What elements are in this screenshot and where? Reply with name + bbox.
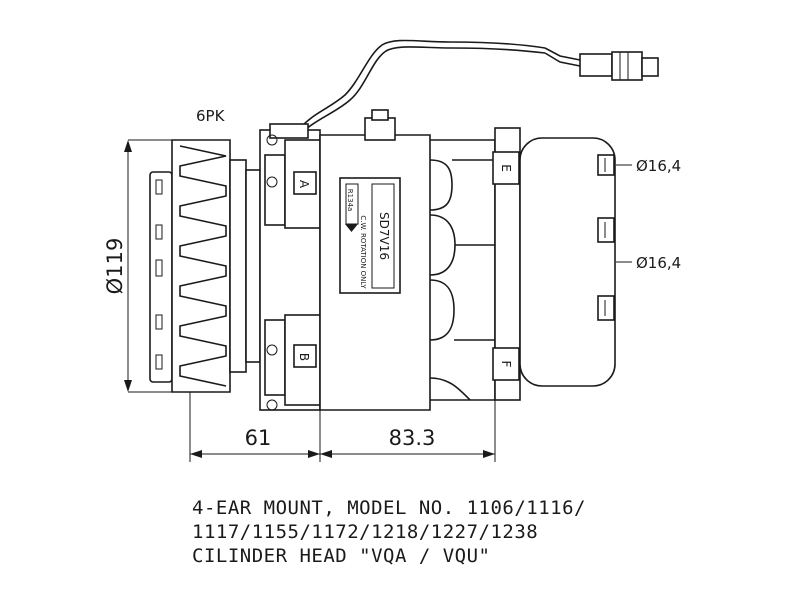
model-plate (339, 177, 401, 294)
dim-left-label: 61 (245, 426, 272, 450)
dimension-diameter (124, 139, 190, 393)
dimension-length (189, 392, 496, 462)
pulley (171, 139, 261, 393)
refrigerant-text: R134a (346, 189, 354, 212)
port-e-label: E (499, 164, 513, 172)
connector-plug (579, 51, 659, 81)
port-f-label: F (499, 361, 513, 368)
pulley-grooves (179, 145, 227, 387)
wire-lead (299, 39, 581, 135)
rear-head (492, 127, 616, 401)
port-b-label: B (297, 353, 311, 361)
model-plate-text: SD7V16 (377, 212, 391, 260)
rotation-arrow-icon (345, 224, 358, 232)
caption-line-1: 4-EAR MOUNT, MODEL NO. 1106/1116/ (192, 497, 586, 519)
diameter-label: Ø119 (103, 238, 127, 295)
front-head (259, 123, 321, 411)
pulley-label: 6PK (196, 107, 226, 125)
fitting-bottom-label: Ø16,4 (636, 254, 681, 272)
dim-right-label: 83.3 (389, 426, 436, 450)
caption-line-2: 1117/1155/1172/1218/1227/1238 (192, 521, 538, 543)
clutch-hub (149, 171, 173, 383)
rotation-text: C.W. ROTATION ONLY (359, 215, 367, 289)
caption-line-3: CILINDER HEAD "VQA / VQU" (192, 545, 490, 567)
fitting-top-label: Ø16,4 (636, 157, 681, 175)
port-a-label: A (297, 180, 311, 189)
